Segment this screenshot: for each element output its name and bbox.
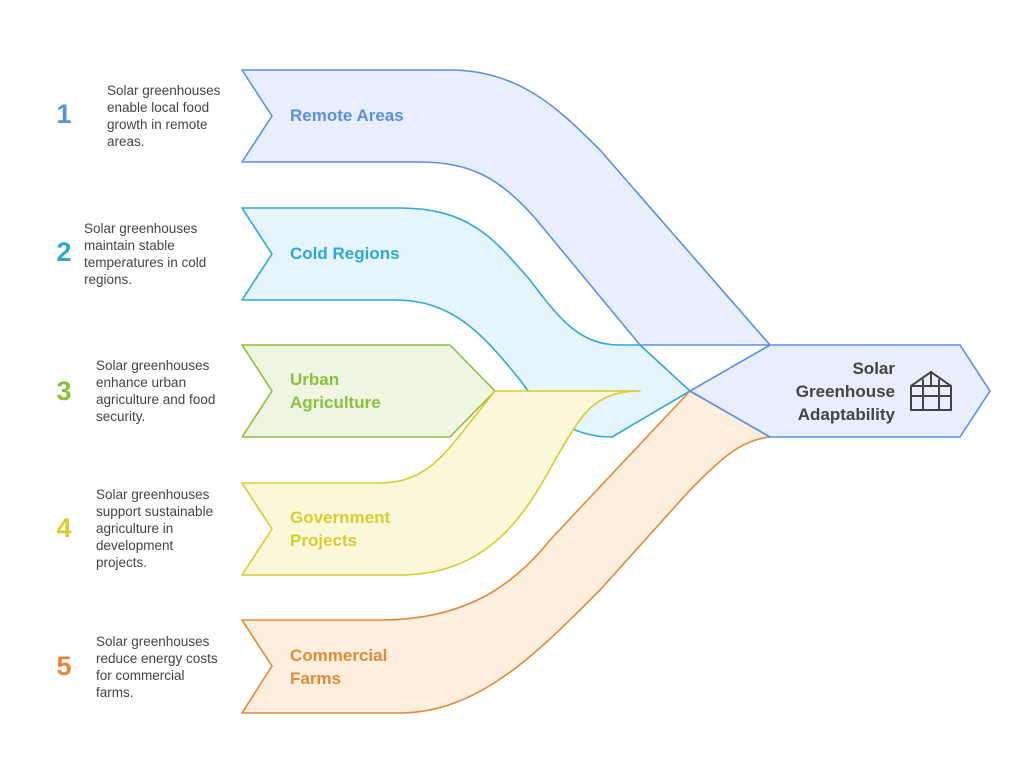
item-description-2: Solar greenhouses maintain stable temper…: [84, 221, 207, 287]
item-number-1: 1: [56, 99, 72, 129]
item-description-5: Solar greenhouses reduce energy costs fo…: [96, 634, 218, 700]
band-label-commercial-farms: Commercial Farms: [290, 646, 388, 688]
item-number-3: 3: [56, 376, 72, 406]
band-label-cold-regions: Cold Regions: [290, 244, 400, 263]
band-remote-areas: [241, 69, 771, 346]
band-label-remote-areas: Remote Areas: [290, 106, 404, 125]
item-number-4: 4: [56, 513, 72, 543]
greenhouse-icon: [910, 371, 952, 411]
band-commercial-farms: [241, 390, 771, 714]
band-urban-agriculture: [241, 344, 496, 438]
hub-title: Solar Greenhouse Adaptability: [795, 359, 895, 424]
band-label-urban-agriculture: Urban Agriculture: [290, 370, 381, 412]
band-label-government-projects: Government Projects: [290, 508, 391, 550]
item-description-4: Solar greenhouses support sustainable ag…: [96, 487, 214, 570]
hub-arrow: [689, 344, 991, 438]
band-government-projects: [241, 390, 641, 576]
item-number-2: 2: [56, 237, 72, 267]
item-description-1: Solar greenhouses enable local food grow…: [107, 83, 221, 149]
item-number-5: 5: [56, 651, 72, 681]
item-description-3: Solar greenhouses enhance urban agricult…: [96, 358, 216, 424]
